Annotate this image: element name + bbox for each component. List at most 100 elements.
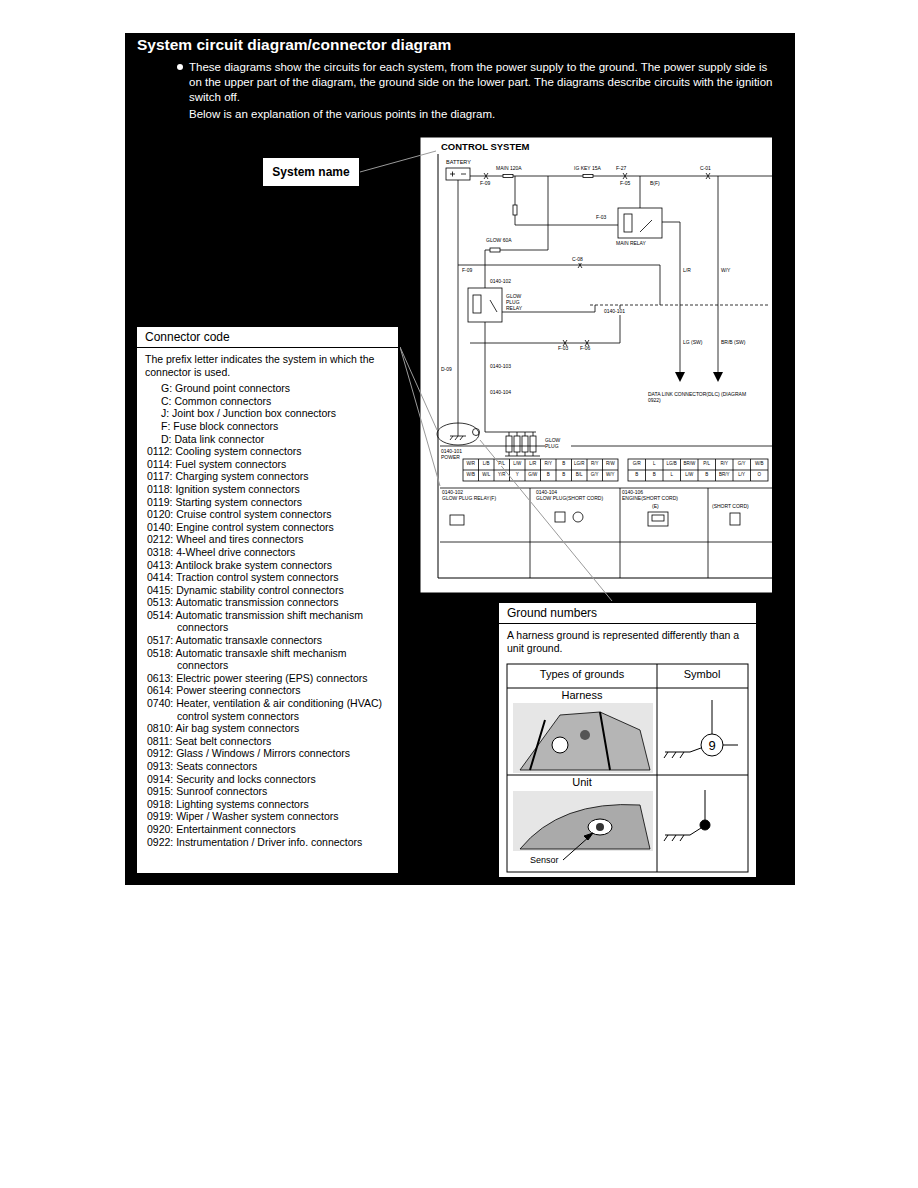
circuit-label: GLOW PLUG RELAY [506,294,536,311]
ground-photo [530,712,610,770]
circuit-label: BATTERY [446,159,471,165]
circuit-wire [450,173,772,456]
box-text: 0414: Traction control system connectors [137,571,398,584]
connector-pictogram [555,512,565,522]
connector-pictogram [648,512,668,526]
circuit-label: LG (SW) [683,340,702,346]
circuit-wire [505,452,540,456]
table-header: Symbol [684,668,721,681]
box-text: 0922: Instrumentation / Driver info. con… [137,836,398,849]
circuit-label: W/Y [721,268,730,274]
box-text: 0810: Air bag system connectors [137,722,398,735]
circuit-label: 0140-106 [622,490,643,496]
circuit-label: F-05 [620,181,630,187]
circuit-frame [420,137,772,593]
ground-photo [588,819,612,835]
page-title: System circuit diagram/connector diagram [137,36,451,54]
connector-pictogram [450,515,464,525]
circuit-wire [662,222,680,372]
box-text: 0518: Automatic transaxle shift mechanis… [137,647,398,672]
wire-color: Y/R [498,473,506,478]
wire-color: LG/B [667,462,677,467]
circuit-label: GLOW PLUG(SHORT CORD) [536,496,603,502]
wire-color: G/W [528,473,537,478]
connector-pictogram [573,512,583,522]
wire-color: W/B [755,462,764,467]
connector-table [628,459,768,481]
ground-callout [437,423,480,445]
box-text: J: Joint box / Junction box connectors [137,407,398,420]
connector-table [440,446,772,578]
box-heading: System name [272,165,349,179]
box-text: The prefix letter indicates the system i… [137,348,398,382]
circuit-label: L/R [683,268,691,274]
box-text: 0415: Dynamic stability control connecto… [137,584,398,597]
circuit-sheet [420,137,772,593]
ground-symbol [664,828,701,841]
node-ground [498,602,757,878]
leader-line [360,151,436,172]
circuit-label: GLOW PLUG [545,438,571,450]
circuit-label: 0140-103 [490,364,511,370]
wire-color: BR/W [683,462,695,467]
ground-symbol [664,745,738,758]
wire-color: R/Y [720,462,728,467]
intro-text: Below is an explanation of the various p… [189,108,495,121]
sensor-arrow [563,833,593,860]
wire-color: G/Y [591,473,599,478]
box-text: 0517: Automatic transaxle connectors [137,634,398,647]
connector-pictogram [450,512,740,526]
wire-color: B [705,473,708,478]
intro-text: These diagrams show the circuits for eac… [189,60,781,105]
box-heading: Connector code [137,327,398,348]
circuit-label: (E) [652,504,659,510]
wire-color: Y [516,473,519,478]
connector-table [628,459,768,481]
box-text: 0914: Security and locks connectors [137,773,398,786]
box-text: 0140: Engine control system connectors [137,521,398,534]
ground-photo [513,703,653,773]
ground-photo [552,737,568,753]
wire-color: L/W [513,462,521,467]
circuit-wire [590,305,770,306]
relay-symbol [640,220,652,232]
battery-symbol [450,172,466,177]
dlc-arrow [675,372,723,382]
system-name: CONTROL SYSTEM [441,142,530,153]
fuse-symbol [503,175,513,178]
box-text: 0513: Automatic transmission connectors [137,596,398,609]
wire-color: P/L [498,462,505,467]
wire-color: R/W [606,462,615,467]
ground-symbol [701,734,723,756]
wire-color: W/Y [606,473,615,478]
circuit-label: F-09 [480,181,490,187]
wire-color: W/L [482,473,490,478]
wire-color: G/Y [738,462,746,467]
circuit-label: 0140-101 [604,309,625,315]
circuit-wire [563,262,589,346]
dark-panel [125,33,795,885]
circuit-label: DATA LINK CONNECTOR(DLC) (DIAGRAM 0922) [648,392,748,404]
glow-plug-symbol [506,436,512,452]
circuit-sheet [420,137,772,593]
circuit-wire [515,176,618,225]
relay-symbol [473,295,481,313]
box-text: 0912: Glass / Windows / Mirrors connecto… [137,747,398,760]
circuit-label: POWER [441,455,460,461]
relay-symbol [468,288,502,322]
box-text: D: Data link connector [137,433,398,446]
connector-table [463,459,618,481]
relay-symbol [618,208,662,238]
ground-number: 9 [708,739,715,752]
circuit-label: C-08 [572,257,583,263]
circuit-label: GLOW 60A [486,238,512,244]
fuse-symbol [583,175,593,178]
circuit-label: F-27 [616,166,626,172]
circuit-label: 0140-102 [442,490,463,496]
circuit-wire [485,322,536,436]
circuit-wire [485,176,548,288]
circuit-label: MAIN 120A [496,166,522,172]
wire-color: BR/Y [719,473,730,478]
wire-color: G/R [633,462,641,467]
ground-table [507,664,748,872]
